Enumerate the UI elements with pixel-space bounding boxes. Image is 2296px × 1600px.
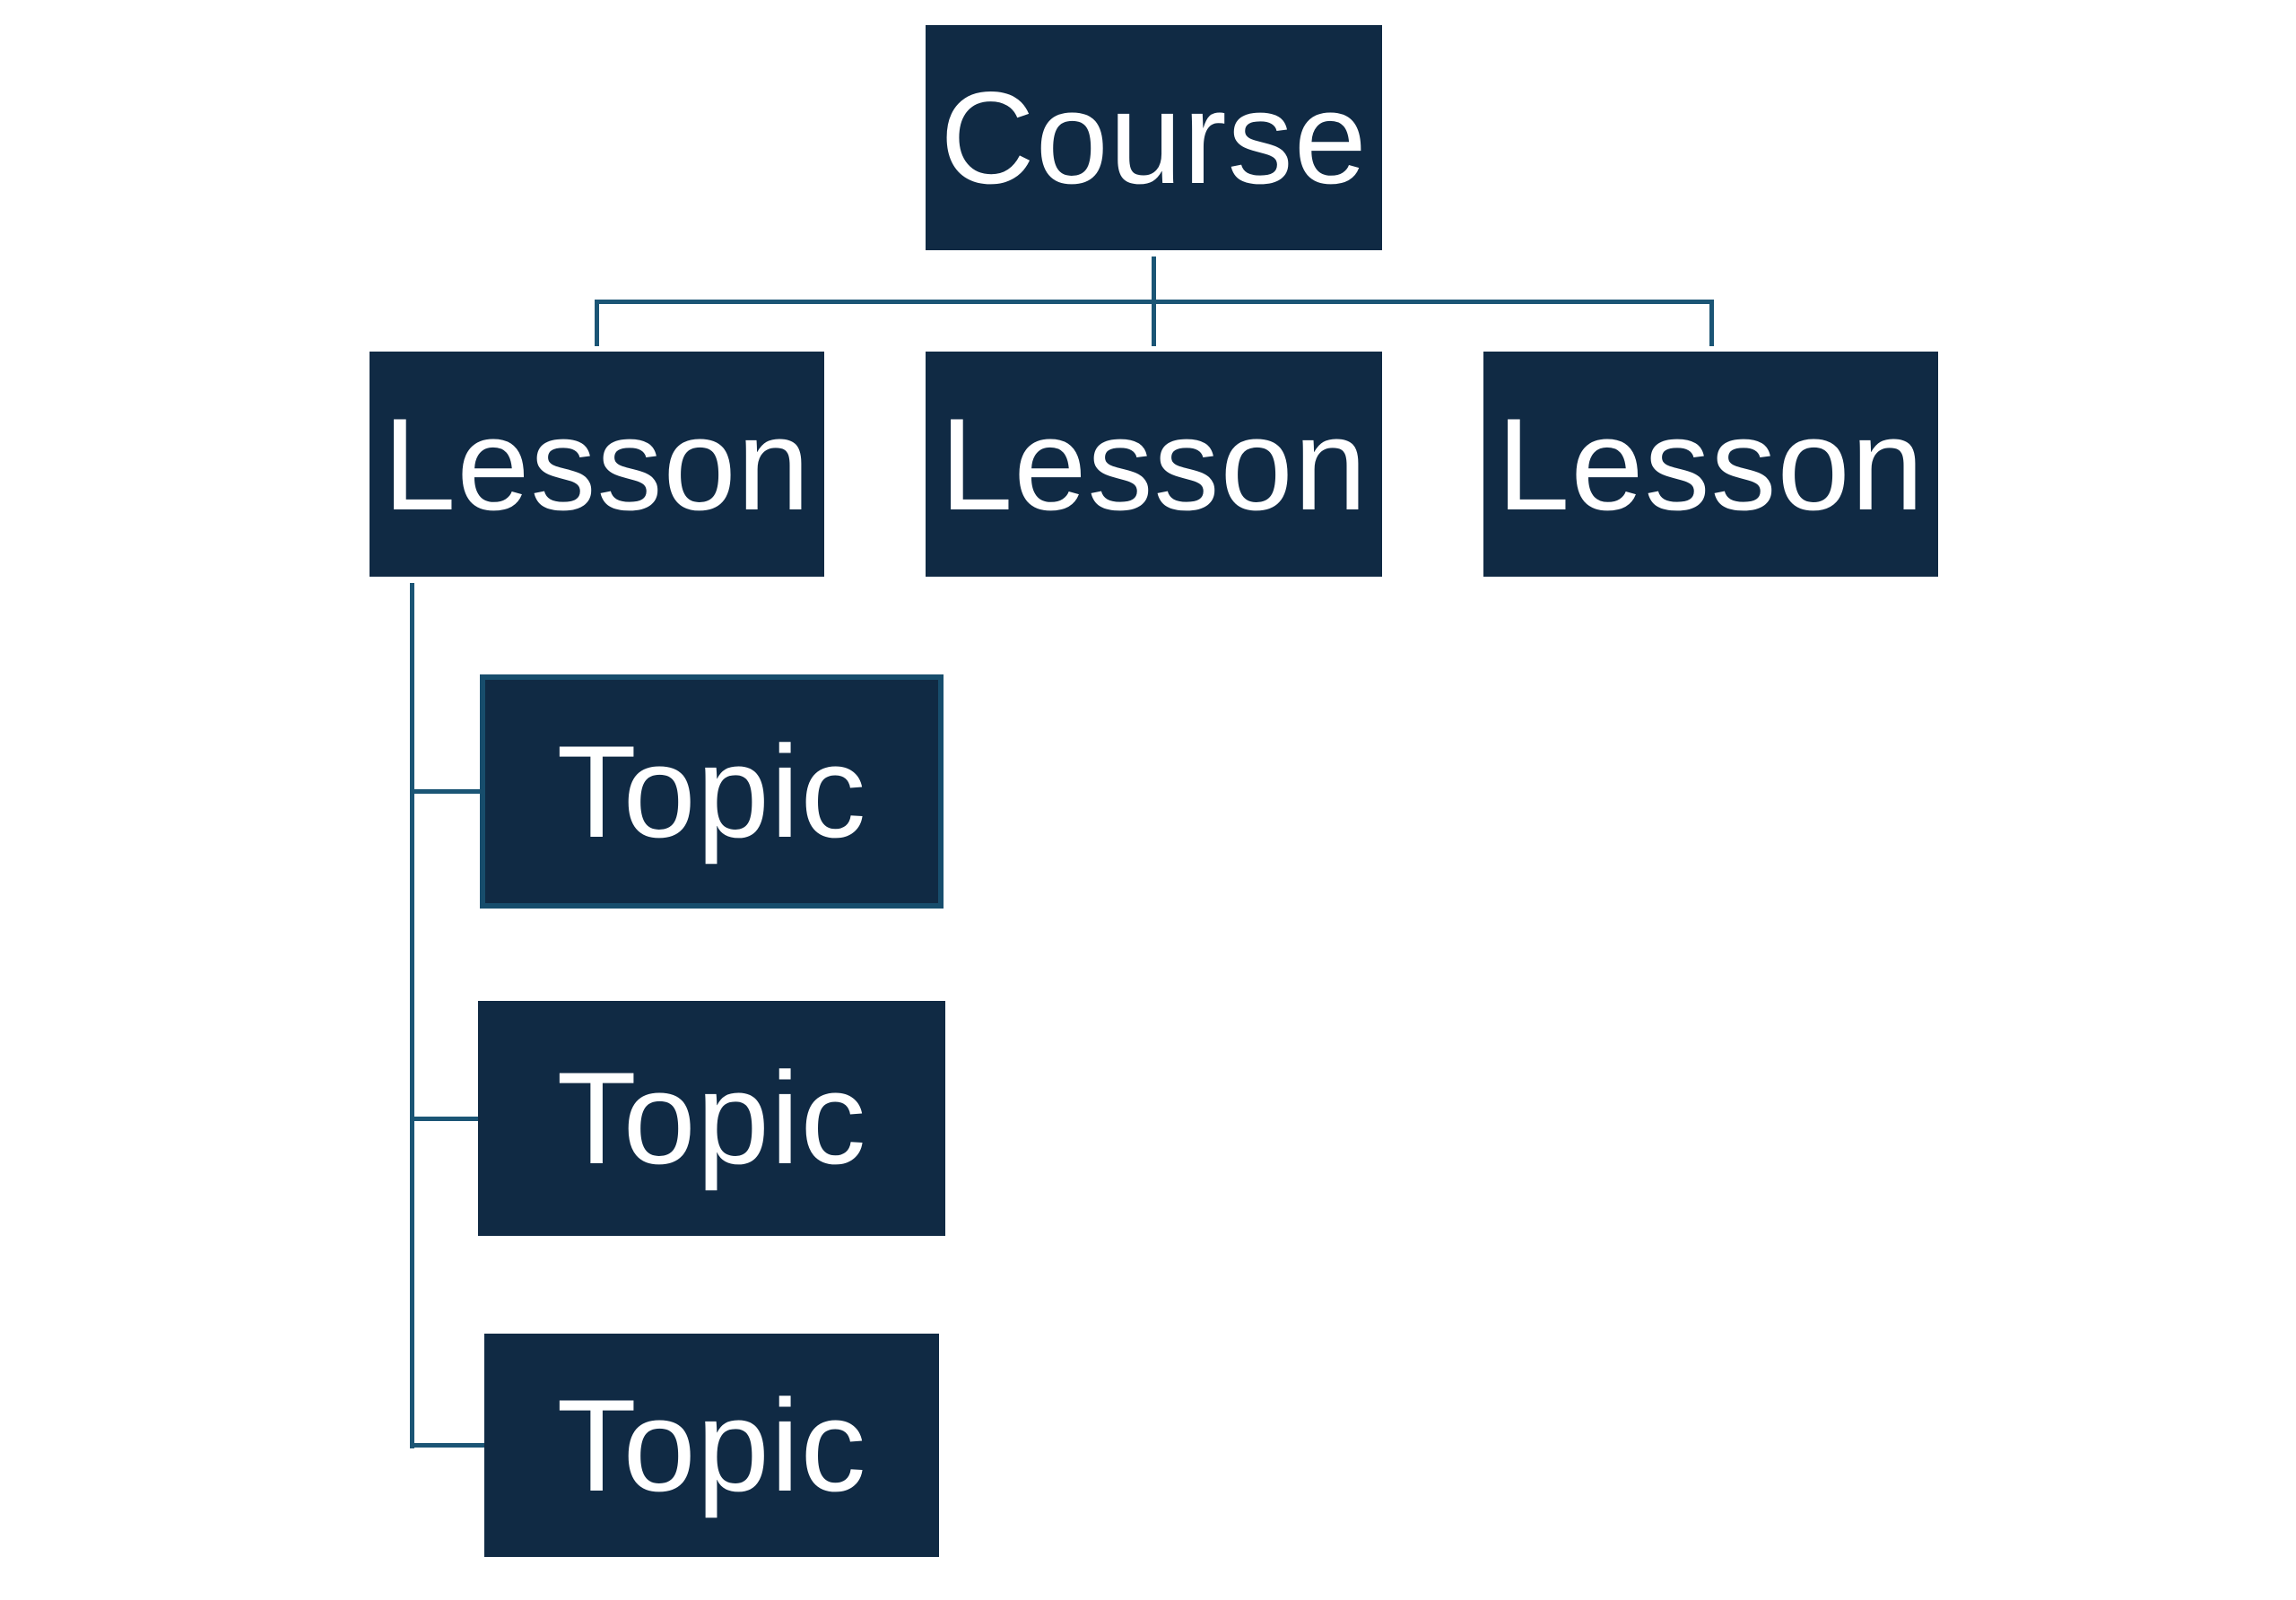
topic-node-3[interactable]: Topic [484,1334,939,1557]
connector-topic-2-branch [410,1117,480,1121]
connector-topic-1-branch [410,789,482,794]
connector-lessons-bar [595,300,1714,304]
topic-label: Topic [556,717,867,865]
course-node[interactable]: Course [926,25,1382,250]
course-label: Course [940,64,1368,211]
topic-node-2[interactable]: Topic [478,1001,945,1236]
lesson-node-2[interactable]: Lesson [926,352,1382,577]
lesson-label: Lesson [383,390,811,537]
connector-topic-3-branch [410,1443,486,1448]
connector-topics-spine [410,583,414,1448]
topic-label: Topic [556,1045,867,1191]
lesson-label: Lesson [1497,390,1925,537]
connector-lesson-1-drop [595,300,599,346]
lesson-node-3[interactable]: Lesson [1483,352,1938,577]
lesson-label: Lesson [940,390,1368,537]
connector-lesson-3-drop [1709,300,1714,346]
topic-node-1[interactable]: Topic [480,674,944,909]
lesson-node-1[interactable]: Lesson [370,352,824,577]
topic-label: Topic [556,1371,867,1518]
